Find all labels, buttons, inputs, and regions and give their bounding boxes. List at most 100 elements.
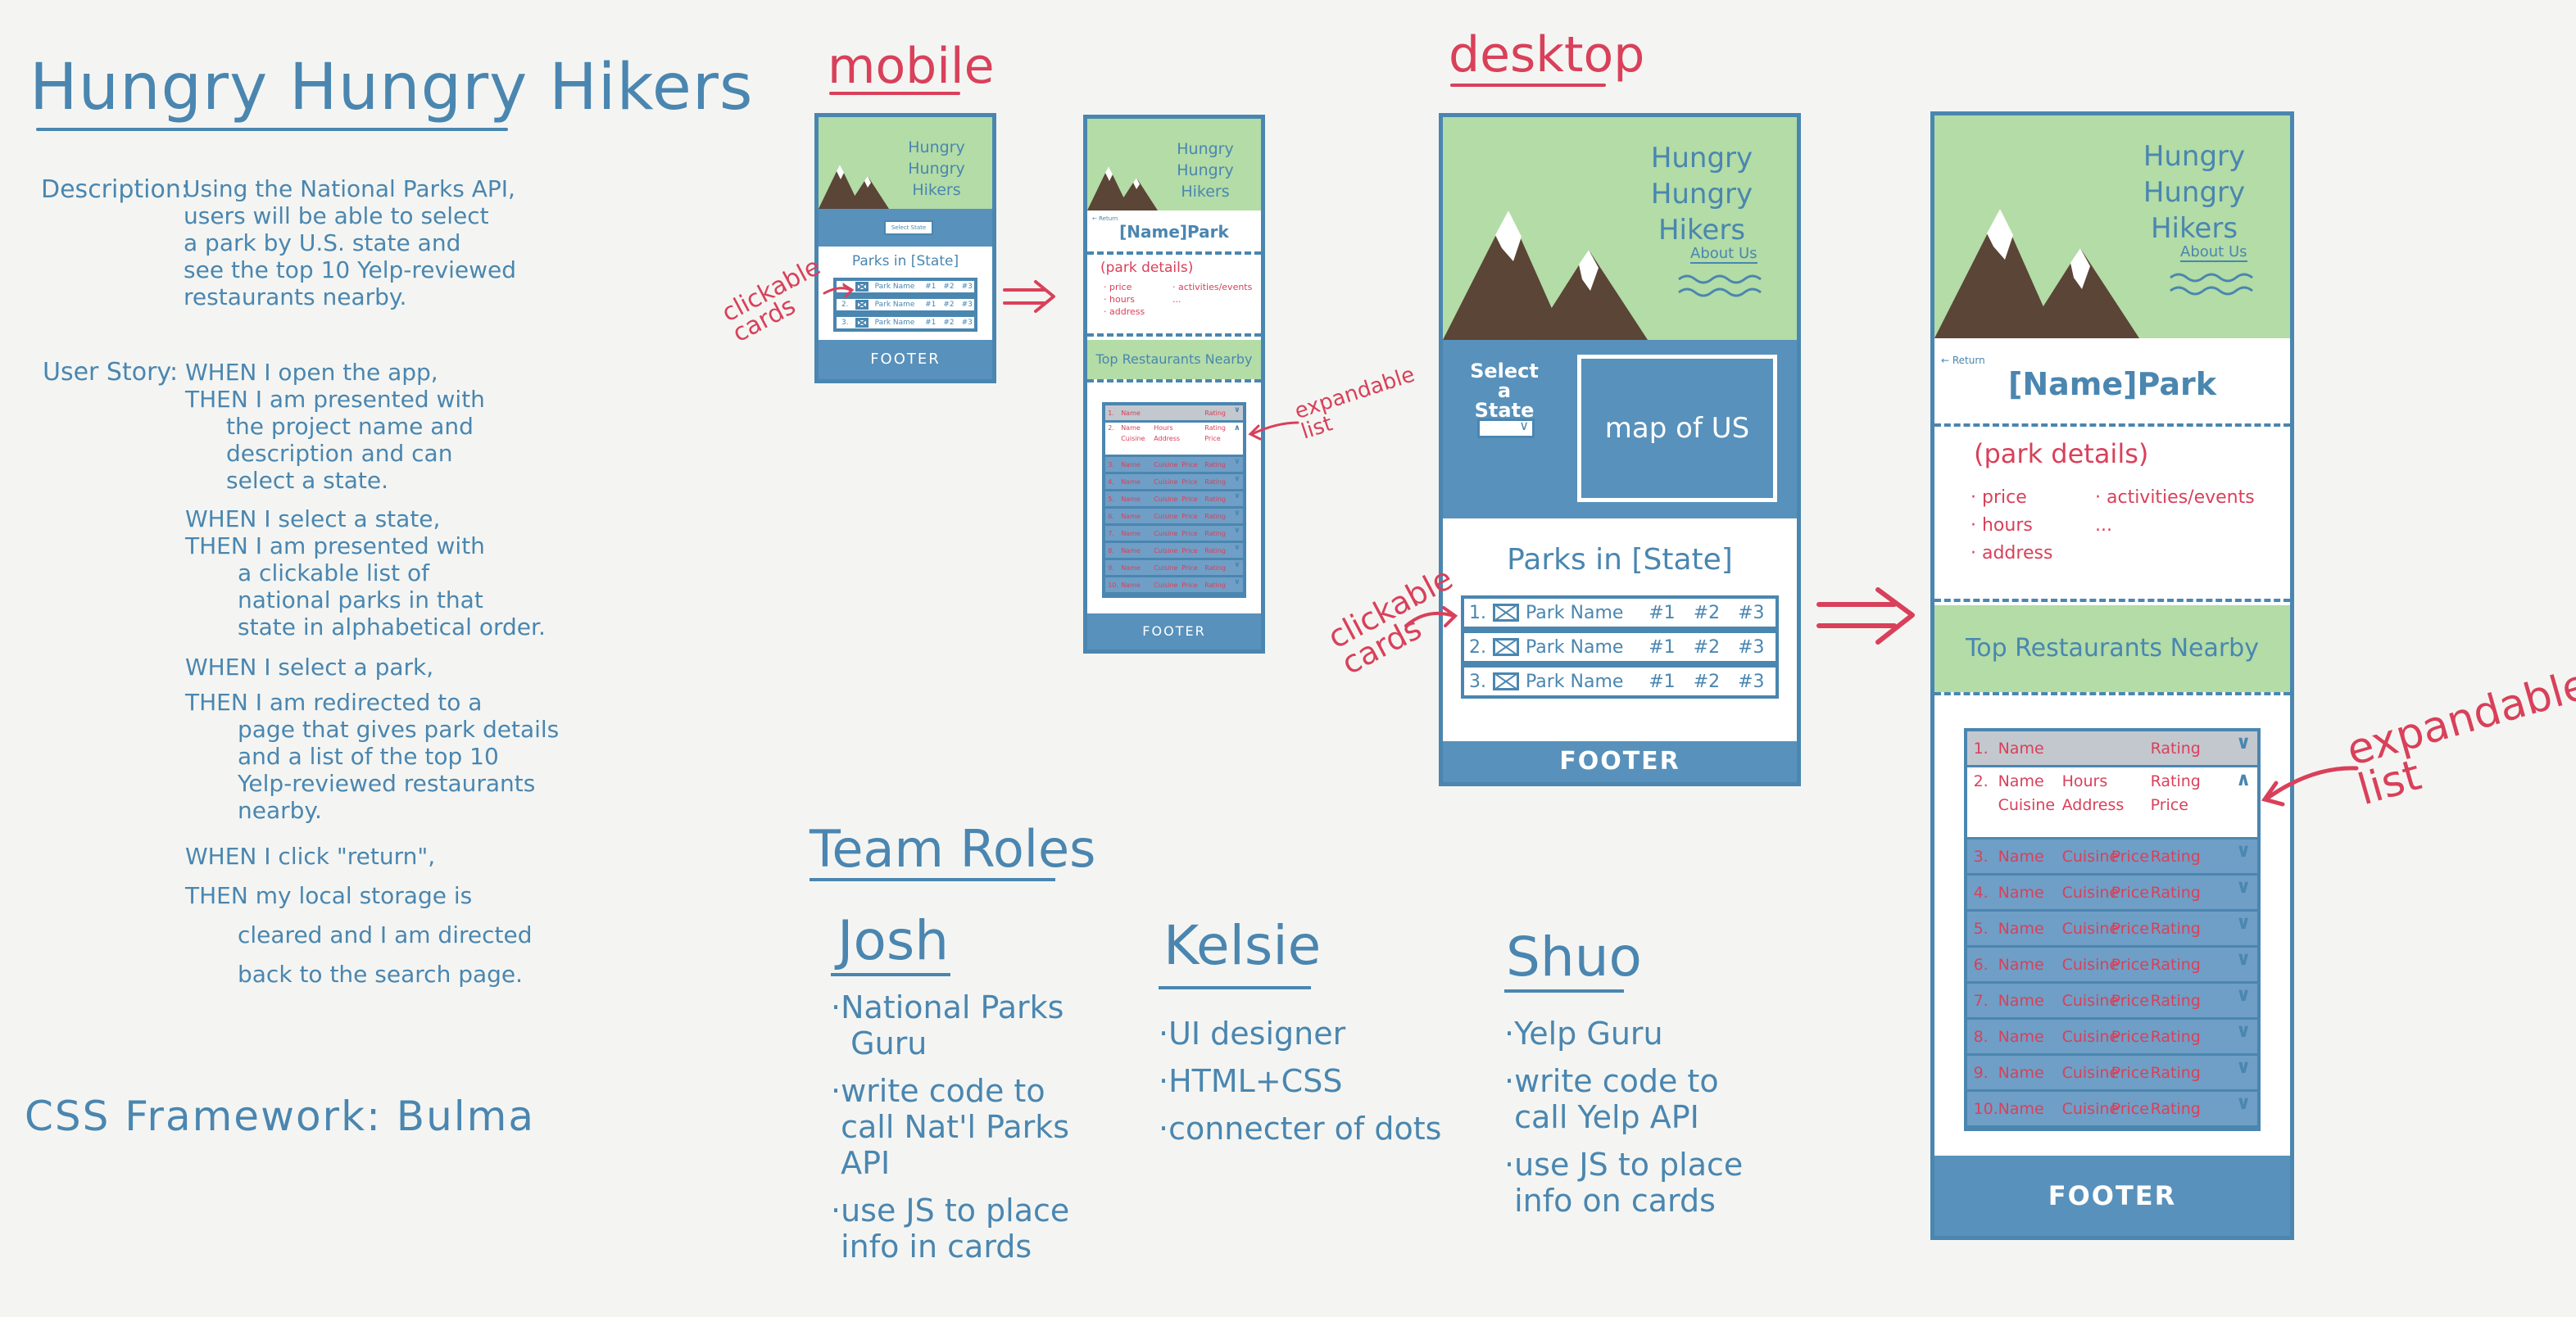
restaurant-cuisine: Cuisine (2061, 847, 2120, 866)
chevron-down-icon[interactable]: ∨ (1234, 509, 1240, 518)
park-card-tag: #2 (1693, 671, 1721, 692)
chevron-down-icon[interactable]: ∨ (1234, 474, 1240, 484)
park-card[interactable]: 1.Park Name#1#2#3 (1461, 595, 1779, 630)
mobile-home-frame: Hungry Hungry Hikers Select State Parks … (814, 113, 996, 383)
park-card-tag: #3 (1738, 636, 1765, 658)
park-card[interactable]: 3.Park Name#1#2#3 (1461, 664, 1779, 699)
restaurant-name: Name (1121, 546, 1141, 554)
restaurant-rating: Rating (2150, 1027, 2201, 1046)
user-story-line: THEN I am presented with (185, 386, 485, 413)
restaurant-price: Price (2150, 796, 2188, 815)
dashed-divider (1934, 692, 2290, 695)
restaurant-name: Name (1121, 409, 1141, 417)
restaurant-cuisine: Cuisine (2061, 1099, 2120, 1118)
restaurant-rating: Rating (2150, 772, 2201, 790)
restaurant-rating: Rating (1204, 512, 1226, 520)
park-heading: [Name]Park (2007, 366, 2217, 402)
park-card-tag: #1 (925, 283, 937, 291)
user-story-line: the project name and (226, 413, 474, 440)
restaurant-price: Price (2111, 991, 2149, 1010)
chevron-down-icon[interactable]: ∨ (2235, 984, 2252, 1006)
member-role-line: ·HTML+CSS (1159, 1063, 1343, 1099)
chevron-down-icon[interactable]: ∨ (1234, 526, 1240, 536)
mobile-label-underline (829, 92, 960, 95)
chevron-down-icon[interactable]: ∨ (2235, 1056, 2252, 1078)
restaurant-cuisine: Cuisine (2061, 883, 2120, 902)
chevron-down-icon[interactable]: ∨ (2235, 912, 2252, 934)
user-story-line: WHEN I select a park, (185, 654, 434, 681)
top-restaurants-band: Top Restaurants Nearby (1087, 340, 1261, 379)
member-roles-kelsie: ·UI designer·HTML+CSS·connecter of dots (1159, 1016, 1441, 1147)
app-title-line1: Hungry Hungry (2143, 140, 2246, 209)
restaurant-price: Price (2111, 883, 2149, 902)
restaurant-number: 2. (1108, 424, 1114, 432)
chevron-up-icon[interactable]: ∧ (2235, 768, 2252, 790)
park-detail-item: · hours (1104, 294, 1135, 305)
chevron-down-icon[interactable]: ∨ (1234, 560, 1240, 570)
restaurant-cuisine: Cuisine (2061, 955, 2120, 974)
chevron-down-icon[interactable]: ∨ (1234, 543, 1240, 553)
about-us-link[interactable]: About Us (2180, 243, 2247, 262)
chevron-down-icon[interactable]: ∨ (1234, 577, 1240, 587)
member-role-line: ·National Parks (831, 989, 1064, 1025)
title-underline (36, 128, 508, 131)
chevron-down-icon[interactable]: ∨ (2235, 1092, 2252, 1114)
restaurant-rating: Rating (1204, 495, 1226, 503)
park-card[interactable]: 3.Park Name#1#2#3 (833, 314, 977, 332)
app-title-line2: Hikers (2150, 212, 2238, 245)
chevron-down-icon[interactable]: ∨ (2235, 876, 2252, 898)
chevron-down-icon[interactable]: ∨ (2235, 840, 2252, 862)
chevron-up-icon[interactable]: ∧ (1234, 423, 1240, 432)
restaurant-cuisine: Cuisine (1154, 581, 1178, 589)
chevron-down-icon[interactable]: ∨ (2235, 731, 2252, 754)
state-select[interactable]: Select State (884, 220, 933, 235)
restaurant-address: Address (2061, 796, 2125, 815)
description-label: Description: (41, 175, 189, 204)
park-card-number: 3. (841, 319, 849, 327)
park-card-number: 2. (1469, 636, 1486, 658)
chevron-down-icon[interactable]: ∨ (2235, 1020, 2252, 1042)
chevron-down-icon[interactable]: ∨ (1234, 405, 1240, 415)
restaurant-cuisine: Cuisine (1154, 460, 1178, 468)
return-link[interactable]: ← Return (1941, 355, 1985, 366)
park-card[interactable]: 1.Park Name#1#2#3 (833, 278, 977, 296)
chevron-down-icon[interactable]: ∨ (1234, 491, 1240, 501)
chevron-down-icon[interactable]: ∨ (1234, 457, 1240, 467)
about-us-link[interactable]: About Us (1690, 245, 1757, 264)
restaurant-name: Name (1998, 1063, 2044, 1082)
chevron-down-icon[interactable]: ∨ (2235, 948, 2252, 970)
return-link[interactable]: ← Return (1092, 215, 1118, 222)
park-card[interactable]: 2.Park Name#1#2#3 (833, 296, 977, 314)
restaurant-cuisine: Cuisine (1998, 796, 2056, 815)
map-of-us[interactable]: map of US (1577, 355, 1777, 502)
header-banner: Hungry Hungry Hikers About Us (1934, 115, 2290, 338)
parks-in-state-heading: Parks in [State] (851, 253, 959, 269)
app-title-line1: Hungry Hungry (1650, 142, 1753, 210)
state-select[interactable]: ∨ (1477, 418, 1535, 438)
app-title-line2: Hikers (912, 181, 961, 199)
park-card[interactable]: 2.Park Name#1#2#3 (1461, 630, 1779, 664)
member-role-line: ·connecter of dots (1159, 1111, 1442, 1147)
